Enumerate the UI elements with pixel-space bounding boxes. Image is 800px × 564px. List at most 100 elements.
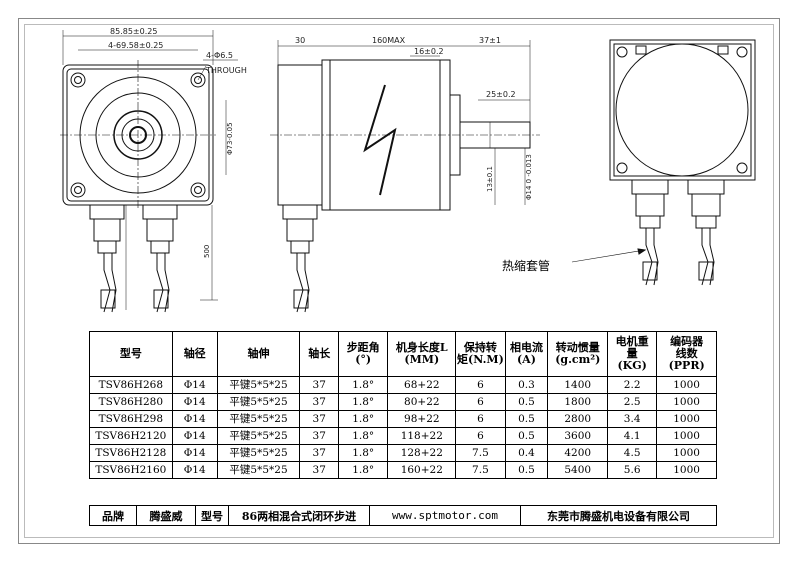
table-cell: 6 [455,376,506,394]
table-cell: TSV86H280 [89,393,173,411]
table-cell: 80+22 [387,393,457,411]
table-cell: Φ14 [171,393,218,411]
table-cell: Φ14 [171,410,218,428]
dim-85-85: 85.85±0.25 [110,27,157,36]
table-cell: 6 [455,410,506,428]
spec-header-cell: 轴长 [299,331,340,377]
table-cell: 37 [299,444,340,462]
table-cell: Φ14 [171,427,218,445]
side-view [270,40,540,313]
table-cell: 2.5 [607,393,658,411]
table-cell: 3.4 [607,410,658,428]
table-cell: 1400 [547,376,609,394]
spec-header-row: 型号轴径轴伸轴长步距角(°)机身长度L(MM)保持转矩(N.M)相电流(A)转动… [89,331,717,377]
dim-16: 16±0.2 [414,47,444,56]
table-cell: 68+22 [387,376,457,394]
front-view [60,30,238,313]
spec-header-cell: 轴伸 [216,331,301,377]
table-cell: 平键5*5*25 [216,461,301,479]
table-cell: 1.8° [338,444,389,462]
dim-pilot-diameter: Φ73-0.05 [226,122,234,155]
spec-table: 型号轴径轴伸轴长步距角(°)机身长度L(MM)保持转矩(N.M)相电流(A)转动… [89,331,717,479]
heat-shrink-label: 热缩套管 [502,258,550,273]
outer-frame [18,18,780,544]
technical-drawing: 85.85±0.25 4-69.58±0.25 4-Φ6.5 THROUGH Φ… [60,27,756,313]
spec-header-cell: 型号 [89,331,173,377]
table-cell: 0.5 [504,427,549,445]
table-cell: 37 [299,376,340,394]
dim-25: 25±0.2 [486,90,516,99]
table-cell: 4200 [547,444,609,462]
dim-cable-length: 500 [203,245,211,258]
model-value: 86两相混合式闭环步进 [228,505,370,526]
table-cell: 37 [299,461,340,479]
footer-table: 品牌 腾盛威 型号 86两相混合式闭环步进 www.sptmotor.com 东… [89,505,717,526]
table-cell: 4.5 [607,444,658,462]
table-cell: 37 [299,410,340,428]
table-cell: 平键5*5*25 [216,410,301,428]
table-cell: 0.5 [504,393,549,411]
table-cell: 1000 [656,376,717,394]
table-cell: 平键5*5*25 [216,444,301,462]
table-cell: 4.1 [607,427,658,445]
table-cell: 5400 [547,461,609,479]
table-cell: 1000 [656,427,717,445]
dim-69-58: 4-69.58±0.25 [108,41,163,50]
spec-header-cell: 转动惯量(g.cm²) [547,331,609,377]
table-cell: TSV86H268 [89,376,173,394]
table-cell: 118+22 [387,427,457,445]
table-cell: 1800 [547,393,609,411]
table-cell: 0.3 [504,376,549,394]
brand-label: 品牌 [89,505,137,526]
dim-shaft-diameter: Φ14 0 -0.013 [525,154,533,200]
table-cell: 0.5 [504,410,549,428]
table-cell: 1000 [656,410,717,428]
dim-13: 13±0.1 [486,166,494,192]
table-cell: TSV86H298 [89,410,173,428]
dim-160max: 160MAX [372,36,406,45]
table-cell: 1.8° [338,376,389,394]
table-cell: TSV86H2160 [89,461,173,479]
table-cell: 1.8° [338,461,389,479]
table-cell: 1000 [656,461,717,479]
company-name: 东莞市腾盛机电设备有限公司 [520,505,717,526]
table-cell: 2800 [547,410,609,428]
table-cell: 平键5*5*25 [216,393,301,411]
table-cell: 6 [455,427,506,445]
table-cell: TSV86H2128 [89,444,173,462]
dim-through: THROUGH [205,66,247,75]
model-label: 型号 [195,505,229,526]
table-cell: Φ14 [171,461,218,479]
table-cell: TSV86H2120 [89,427,173,445]
table-cell: 160+22 [387,461,457,479]
table-cell: 0.5 [504,461,549,479]
spec-header-cell: 步距角(°) [338,331,389,377]
table-cell: 1000 [656,444,717,462]
spec-header-cell: 编码器线数(PPR) [656,331,717,377]
table-cell: 平键5*5*25 [216,427,301,445]
table-cell: 128+22 [387,444,457,462]
spec-header-cell: 电机重量(KG) [607,331,658,377]
table-cell: 2.2 [607,376,658,394]
website: www.sptmotor.com [369,505,521,526]
inner-frame [24,24,774,538]
table-cell: 5.6 [607,461,658,479]
dim-hole-diameter: 4-Φ6.5 [206,51,233,60]
table-cell: 3600 [547,427,609,445]
table-cell: 7.5 [455,461,506,479]
spec-header-cell: 轴径 [171,331,218,377]
table-cell: Φ14 [171,376,218,394]
table-cell: 平键5*5*25 [216,376,301,394]
table-cell: 1000 [656,393,717,411]
rear-view [571,39,756,286]
table-cell: 7.5 [455,444,506,462]
dim-30: 30 [295,36,305,45]
spec-header-cell: 机身长度L(MM) [387,331,457,377]
table-cell: 1.8° [338,393,389,411]
